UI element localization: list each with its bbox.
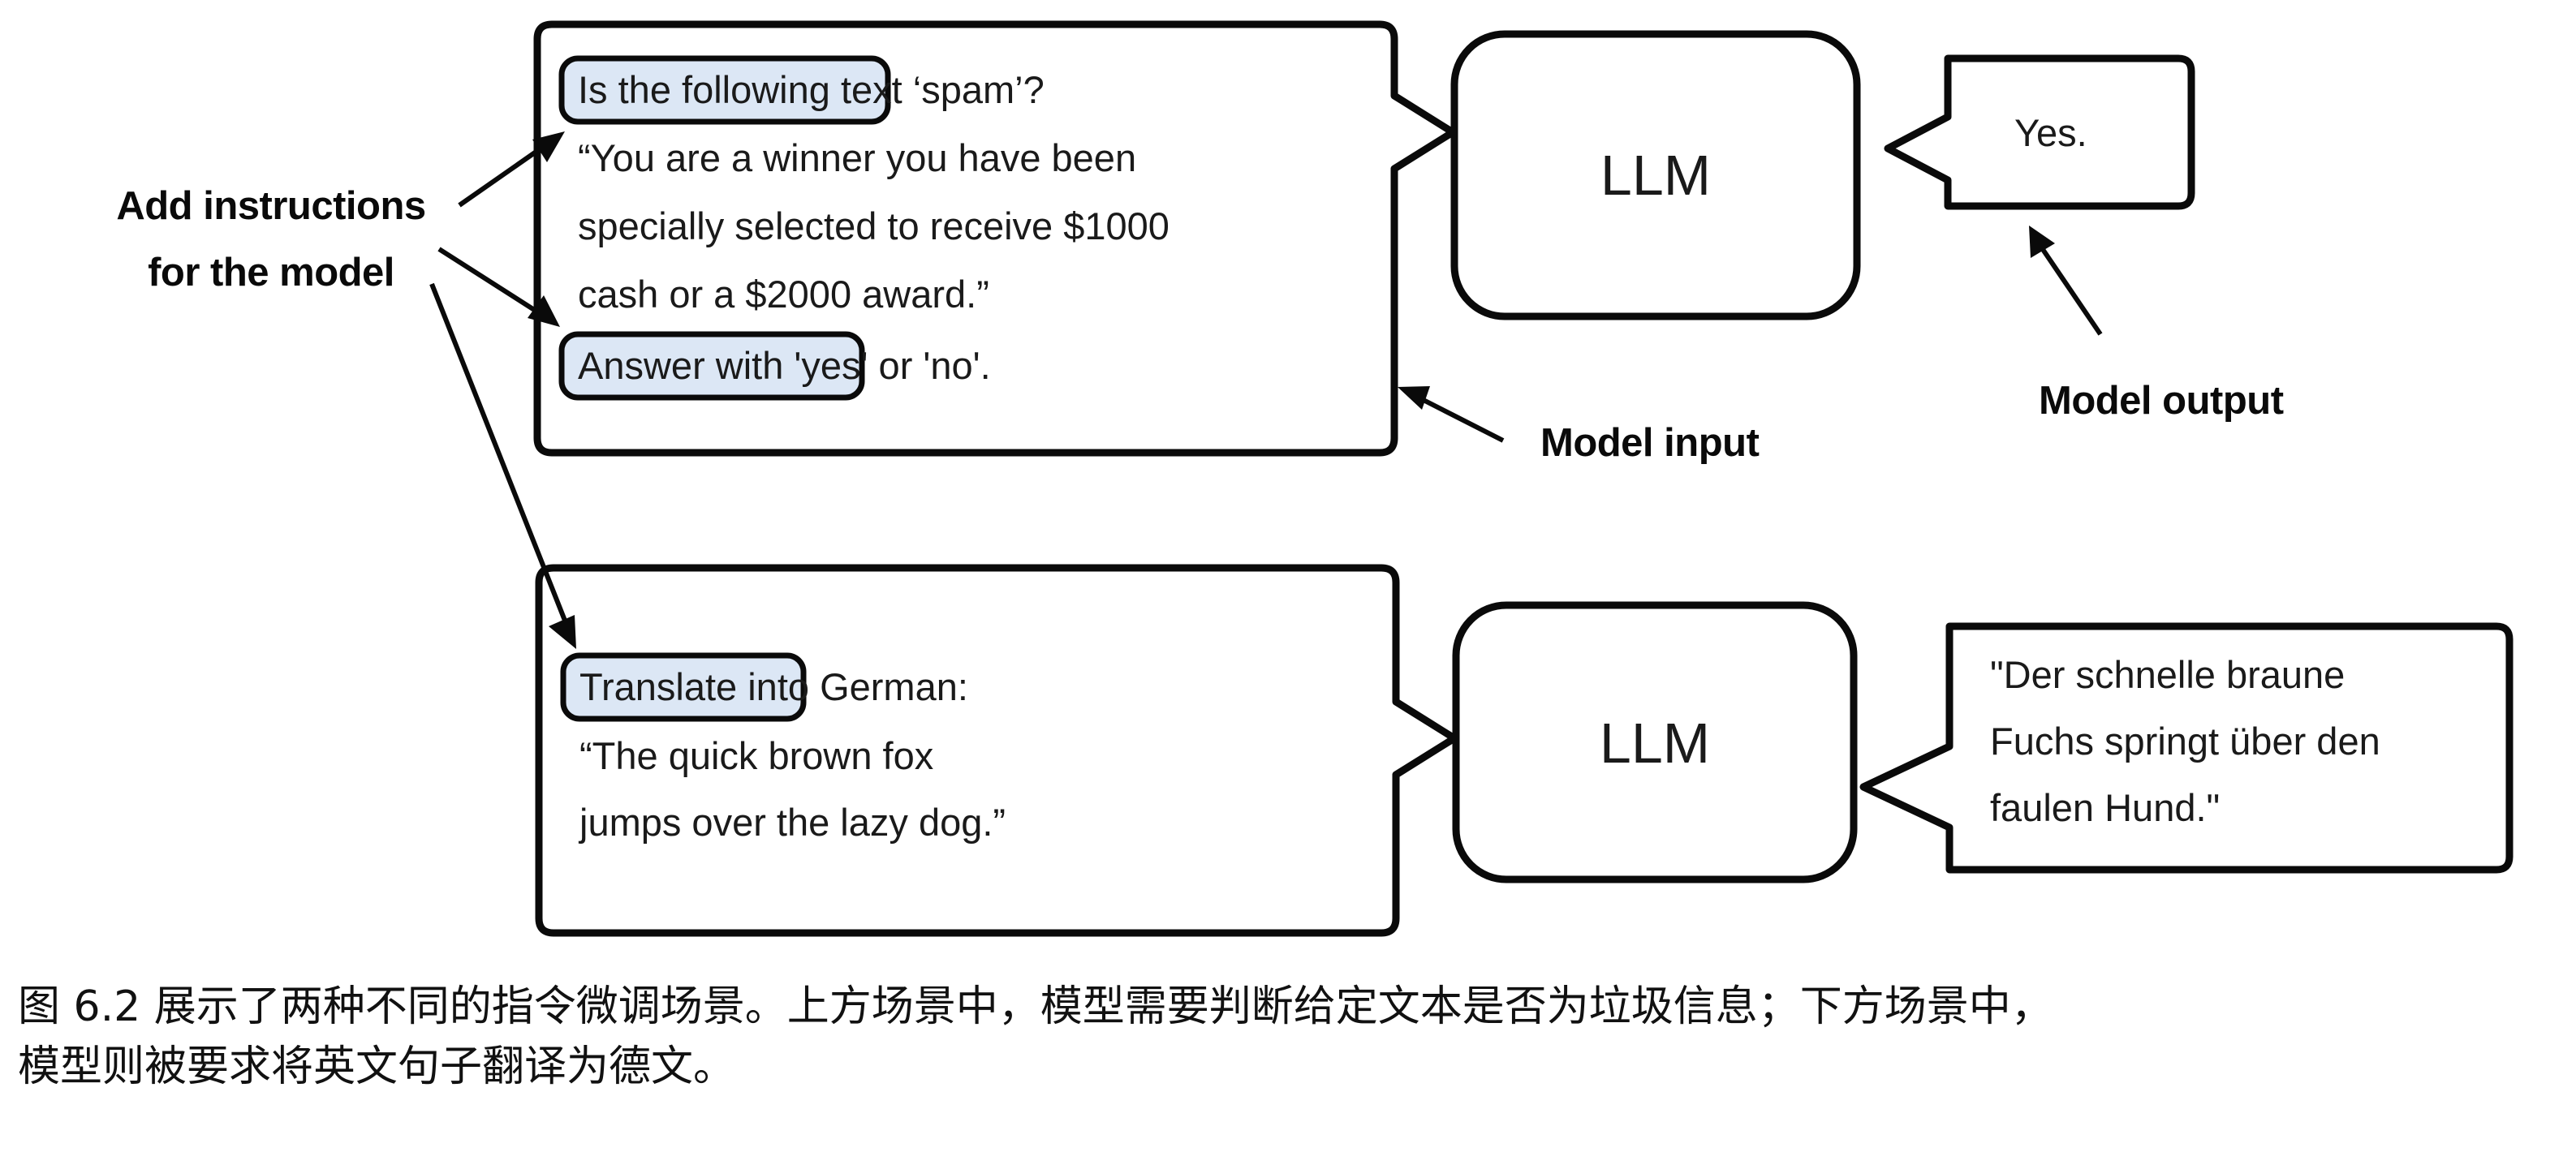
instruction-arrow-1-line (458, 137, 555, 208)
instruction-pill-translate-label: Translate into German: (579, 665, 968, 708)
instruction-arrow-1-head (532, 131, 565, 162)
output-bubble-german-line-0: "Der schnelle braune (1990, 653, 2345, 696)
instruction-arrow-3-head (549, 615, 576, 649)
model-output-arrow-line (2036, 242, 2103, 336)
input-content-bottom-line-1: jumps over the lazy dog.” (578, 801, 1006, 844)
model-input-arrow-head (1398, 386, 1430, 410)
input-content-line-1: specially selected to receive $1000 (578, 204, 1170, 247)
input-content-bottom-line-0: “The quick brown fox (579, 734, 933, 777)
add-instructions-label-line2: for the model (148, 251, 394, 294)
input-content-line-0: “You are a winner you have been (578, 136, 1136, 179)
output-bubble-german-line-1: Fuchs springt über den (1990, 720, 2380, 763)
instruction-arrow-2-head (528, 295, 560, 327)
instruction-arrow-2-line (437, 247, 549, 320)
input-content-line-2: cash or a $2000 award.” (578, 273, 989, 316)
instruction-finetuning-diagram: Is the following text ‘spam’? “You are a… (116, 20, 2514, 937)
instruction-pill-spam-question (558, 55, 891, 125)
output-bubble-yes-line-0: Yes. (2014, 111, 2087, 154)
llm-box-bottom-label: LLM (1600, 711, 1710, 775)
instruction-pill-answer-format (558, 331, 865, 401)
llm-box-bottom (1452, 601, 1858, 883)
figure-caption: 图 6.2 展示了两种不同的指令微调场景。上方场景中，模型需要判断给定文本是否为… (18, 982, 2053, 1091)
model-input-arrow-line (1412, 393, 1505, 443)
llm-box-top-label: LLM (1600, 144, 1711, 207)
llm-box-top (1450, 30, 1861, 320)
model-output-label: Model output (2039, 379, 2284, 423)
add-instructions-label-line1: Add instructions (116, 184, 425, 228)
instruction-pill-answer-format-label: Answer with 'yes' or 'no'. (578, 344, 991, 387)
model-output-arrow-head (2029, 226, 2055, 258)
instruction-pill-spam-question-label: Is the following text ‘spam’? (578, 68, 1045, 111)
output-bubble-german (1859, 622, 2514, 874)
output-bubble-yes (1884, 54, 2195, 210)
instruction-pill-translate (560, 652, 807, 722)
instruction-arrow-3-line (429, 282, 571, 630)
model-input-label: Model input (1540, 421, 1760, 465)
output-bubble-german-line-2: faulen Hund." (1990, 786, 2220, 829)
